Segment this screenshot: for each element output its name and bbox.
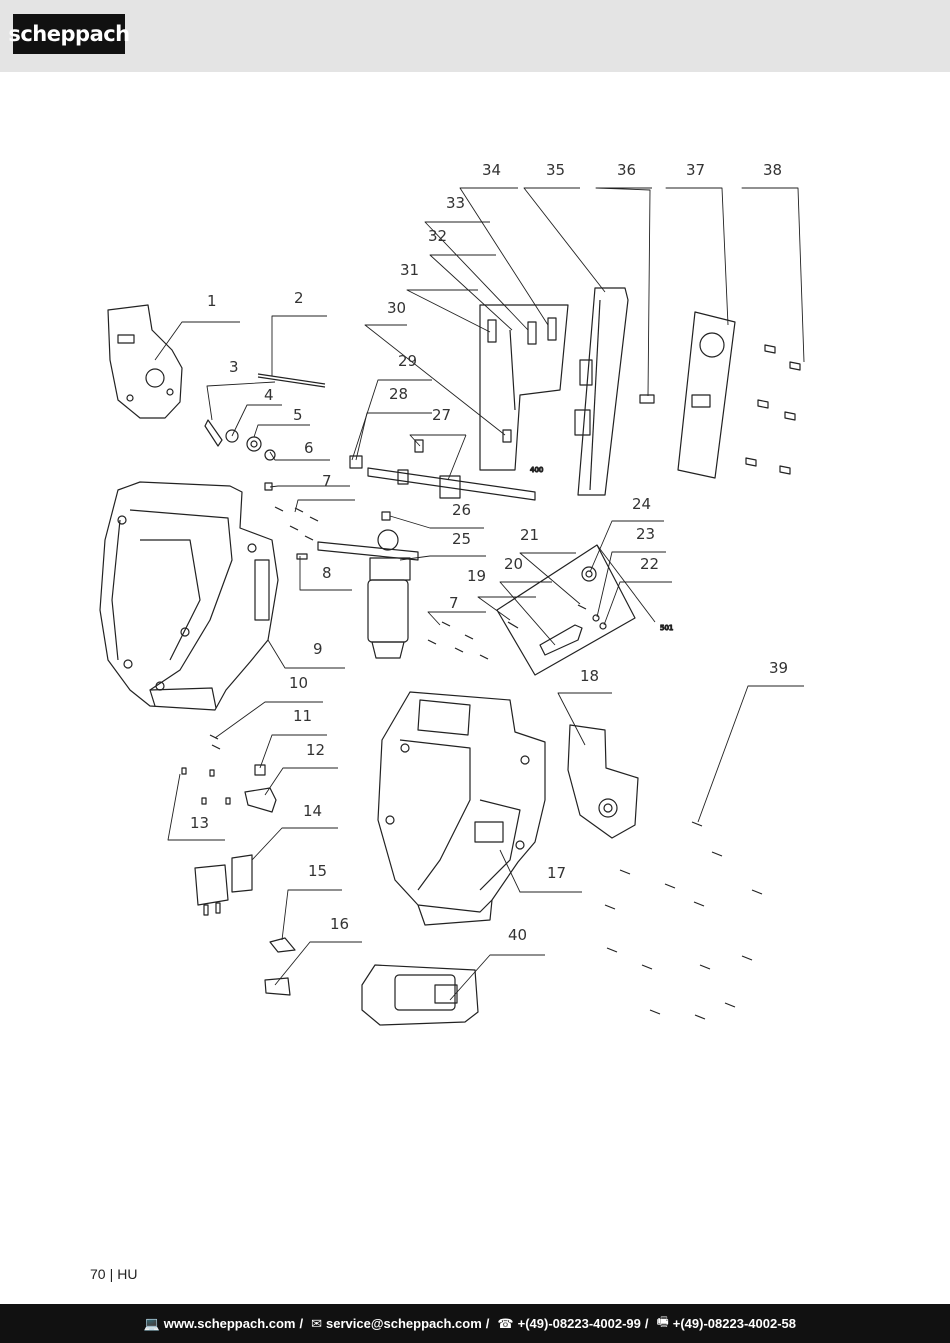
part-label-16: 16 (330, 915, 349, 933)
language-code: HU (117, 1266, 138, 1282)
part-label-37: 37 (686, 161, 705, 179)
part-label-6: 6 (304, 439, 314, 457)
fax-icon: 🖷 (656, 1313, 669, 1329)
part-label-19: 19 (467, 567, 486, 585)
crank-assembly-shape (349, 439, 536, 501)
motor-assembly-shape (317, 511, 419, 659)
part-label-7a: 7 (322, 472, 332, 490)
part-37-shape (677, 311, 736, 479)
part-label-35: 35 (546, 161, 565, 179)
part-18-shape (567, 724, 639, 839)
scheppach-logo: scheppach (8, 14, 130, 54)
part-36-shape (639, 394, 655, 404)
phone-number: +(49)-08223-4002-99 (517, 1316, 641, 1331)
part-label-25: 25 (452, 530, 471, 548)
part-label-21: 21 (520, 526, 539, 544)
part-label-7b: 7 (449, 594, 459, 612)
part-label-20: 20 (504, 555, 523, 573)
part-35-shape (574, 287, 629, 496)
part-label-12: 12 (306, 741, 325, 759)
envelope-icon: ✉ (311, 1315, 323, 1331)
part-label-31: 31 (400, 261, 419, 279)
page-separator: | (109, 1266, 114, 1282)
part-1-shape (107, 304, 183, 419)
part-label-26: 26 (452, 501, 471, 519)
screws-39 (604, 821, 763, 1020)
part-label-22: 22 (640, 555, 659, 573)
part-label-17: 17 (547, 864, 566, 882)
part-label-11: 11 (293, 707, 312, 725)
footer-divider: / (299, 1316, 304, 1331)
part-label-29: 29 (398, 352, 417, 370)
screws-7-upper (274, 506, 319, 560)
contact-footer: 💻 www.scheppach.com / ✉ service@scheppac… (0, 1304, 950, 1343)
footer-divider: / (485, 1316, 490, 1331)
part-2-shape (257, 373, 326, 388)
computer-icon: 💻 (143, 1315, 160, 1331)
part-label-18: 18 (580, 667, 599, 685)
website-link[interactable]: www.scheppach.com (163, 1316, 296, 1331)
parts-11-16-shapes (181, 734, 296, 996)
part-label-23: 23 (636, 525, 655, 543)
page-info: 70|HU (90, 1266, 137, 1282)
part-label-13: 13 (190, 814, 209, 832)
part-label-34: 34 (482, 161, 501, 179)
part-label-33: 33 (446, 194, 465, 212)
leader-lines (154, 187, 805, 1001)
battery-40-shape (361, 964, 479, 1026)
part-38-screws (745, 344, 801, 475)
plate-30-34-shape (479, 304, 569, 471)
telephone-icon: ☎ (497, 1315, 514, 1331)
exploded-view-drawing: 400 501 (0, 80, 950, 1080)
part-label-5: 5 (293, 406, 303, 424)
right-housing-shape (377, 691, 546, 926)
page-number: 70 (90, 1266, 106, 1282)
part-label-15: 15 (308, 862, 327, 880)
tiny-label-400: 400 (530, 466, 543, 474)
part-label-10: 10 (289, 674, 308, 692)
part-label-24: 24 (632, 495, 651, 513)
left-housing-shape (99, 481, 279, 711)
fax-number: +(49)-08223-4002-58 (672, 1316, 796, 1331)
part-label-30: 30 (387, 299, 406, 317)
tiny-label-501: 501 (660, 624, 673, 632)
footer-divider: / (644, 1316, 649, 1331)
part-number-labels: 1 2 3 4 5 6 7 7 8 9 10 11 12 13 14 15 16… (190, 161, 788, 944)
part-label-14: 14 (303, 802, 322, 820)
email-link[interactable]: service@scheppach.com (326, 1316, 482, 1331)
part-label-8: 8 (322, 564, 332, 582)
part-label-28: 28 (389, 385, 408, 403)
part-label-2: 2 (294, 289, 304, 307)
part-label-1: 1 (207, 292, 217, 310)
part-label-32: 32 (428, 227, 447, 245)
part-label-4: 4 (264, 386, 274, 404)
part-label-27: 27 (432, 406, 451, 424)
part-label-38: 38 (763, 161, 782, 179)
bracket-19-24-shape (496, 544, 636, 676)
page-header: scheppach (0, 0, 950, 72)
part-label-36: 36 (617, 161, 636, 179)
screws-7-lower (427, 621, 489, 660)
part-3-6-shapes (204, 419, 276, 491)
part-label-39: 39 (769, 659, 788, 677)
part-label-9: 9 (313, 640, 323, 658)
part-label-3: 3 (229, 358, 239, 376)
part-label-40: 40 (508, 926, 527, 944)
